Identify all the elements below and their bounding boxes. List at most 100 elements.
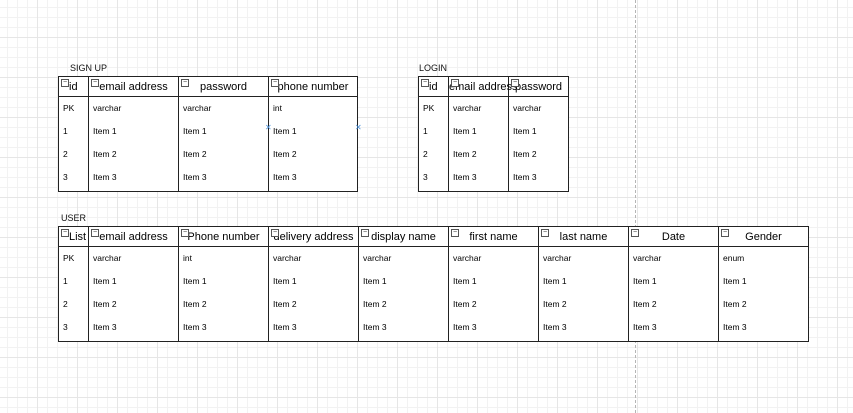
collapse-icon[interactable]: − (421, 79, 429, 87)
user-header-date[interactable]: −Date (628, 226, 719, 247)
collapse-icon[interactable]: − (721, 229, 729, 237)
item-cell[interactable]: Item 1 (538, 269, 629, 292)
item-cell[interactable]: Item 1 (448, 119, 509, 142)
item-cell[interactable]: Item 2 (538, 292, 629, 315)
row-number-cell[interactable]: 3 (58, 315, 89, 338)
row-number-cell[interactable]: 3 (418, 165, 449, 188)
collapse-icon[interactable]: − (91, 229, 99, 237)
connection-handle-right-icon[interactable]: ✕ (355, 123, 362, 132)
item-cell[interactable]: Item 2 (448, 142, 509, 165)
user-header-delivery-address[interactable]: −delivery address (268, 226, 359, 247)
type-cell[interactable]: varchar (508, 96, 569, 119)
item-cell[interactable]: Item 3 (88, 315, 179, 338)
item-cell[interactable]: Item 1 (448, 269, 539, 292)
collapse-icon[interactable]: − (91, 79, 99, 87)
type-cell[interactable]: varchar (358, 246, 449, 269)
type-cell[interactable]: int (268, 96, 358, 119)
row-number-cell[interactable]: 2 (58, 292, 89, 315)
item-cell[interactable]: Item 3 (88, 165, 179, 188)
type-cell[interactable]: varchar (448, 96, 509, 119)
item-cell[interactable]: Item 1 (178, 119, 269, 142)
user-header-phone-number[interactable]: −Phone number (178, 226, 269, 247)
item-cell[interactable]: Item 2 (628, 292, 719, 315)
type-cell[interactable]: PK (58, 96, 89, 119)
item-cell[interactable]: Item 1 (88, 269, 179, 292)
item-cell[interactable]: Item 1 (178, 269, 269, 292)
login-header-email-address[interactable]: −email address (448, 76, 517, 97)
item-cell[interactable]: Item 2 (718, 292, 809, 315)
item-cell[interactable]: Item 3 (508, 165, 569, 188)
item-cell[interactable]: Item 1 (718, 269, 809, 292)
item-cell[interactable]: Item 3 (448, 165, 509, 188)
row-number-cell[interactable]: 1 (418, 119, 449, 142)
item-cell[interactable]: Item 2 (178, 142, 269, 165)
item-cell[interactable]: Item 2 (268, 142, 358, 165)
collapse-icon[interactable]: − (631, 229, 639, 237)
item-cell[interactable]: Item 3 (268, 315, 359, 338)
item-cell[interactable]: Item 2 (268, 292, 359, 315)
item-cell[interactable]: Item 3 (538, 315, 629, 338)
login-header-password[interactable]: −password (508, 76, 569, 97)
item-cell[interactable]: Item 3 (448, 315, 539, 338)
user-header-email-address[interactable]: −email address (88, 226, 179, 247)
collapse-icon[interactable]: − (181, 79, 189, 87)
item-cell[interactable]: Item 1 (88, 119, 179, 142)
type-cell[interactable]: varchar (88, 246, 179, 269)
collapse-icon[interactable]: − (271, 79, 279, 87)
row-number-cell[interactable]: 3 (58, 165, 89, 188)
collapse-icon[interactable]: − (271, 229, 279, 237)
item-cell[interactable]: Item 3 (628, 315, 719, 338)
type-cell[interactable]: varchar (88, 96, 179, 119)
item-cell[interactable]: Item 2 (178, 292, 269, 315)
signup-header-password[interactable]: −password (178, 76, 269, 97)
user-header-display-name[interactable]: −display name (358, 226, 449, 247)
type-cell[interactable]: varchar (178, 96, 269, 119)
collapse-icon[interactable]: − (361, 229, 369, 237)
login-header-id[interactable]: −id (418, 76, 449, 97)
user-header-first-name[interactable]: −first name (448, 226, 539, 247)
type-cell[interactable]: varchar (628, 246, 719, 269)
user-table[interactable]: −List−email address−Phone number−deliver… (58, 226, 809, 342)
type-cell[interactable]: enum (718, 246, 809, 269)
connection-handle-left-icon[interactable]: ✕ (265, 123, 272, 132)
type-cell[interactable]: varchar (448, 246, 539, 269)
collapse-icon[interactable]: − (181, 229, 189, 237)
row-number-cell[interactable]: 1 (58, 269, 89, 292)
item-cell[interactable]: Item 1 (628, 269, 719, 292)
collapse-icon[interactable]: − (61, 229, 69, 237)
collapse-icon[interactable]: − (451, 229, 459, 237)
item-cell[interactable]: Item 1 (268, 269, 359, 292)
user-header-last-name[interactable]: −last name (538, 226, 629, 247)
item-cell[interactable]: Item 1 (508, 119, 569, 142)
item-cell[interactable]: Item 3 (718, 315, 809, 338)
type-cell[interactable]: PK (58, 246, 89, 269)
item-cell[interactable]: Item 3 (268, 165, 358, 188)
signup-header-phone-number[interactable]: −phone number (268, 76, 358, 97)
row-number-cell[interactable]: 2 (418, 142, 449, 165)
row-number-cell[interactable]: 1 (58, 119, 89, 142)
item-cell[interactable]: Item 3 (178, 315, 269, 338)
item-cell[interactable]: Item 3 (178, 165, 269, 188)
collapse-icon[interactable]: − (541, 229, 549, 237)
item-cell[interactable]: Item 2 (448, 292, 539, 315)
user-header-gender[interactable]: −Gender (718, 226, 809, 247)
item-cell[interactable]: Item 3 (358, 315, 449, 338)
collapse-icon[interactable]: − (61, 79, 69, 87)
collapse-icon[interactable]: − (511, 79, 519, 87)
type-cell[interactable]: varchar (268, 246, 359, 269)
item-cell[interactable]: Item 1 (358, 269, 449, 292)
type-cell[interactable]: varchar (538, 246, 629, 269)
signup-header-id[interactable]: −id (58, 76, 89, 97)
item-cell[interactable]: Item 2 (508, 142, 569, 165)
item-cell[interactable]: Item 2 (358, 292, 449, 315)
row-number-cell[interactable]: 2 (58, 142, 89, 165)
user-header-list[interactable]: −List (58, 226, 89, 247)
type-cell[interactable]: PK (418, 96, 449, 119)
item-cell[interactable]: Item 1 (268, 119, 358, 142)
item-cell[interactable]: Item 2 (88, 142, 179, 165)
type-cell[interactable]: int (178, 246, 269, 269)
collapse-icon[interactable]: − (451, 79, 459, 87)
item-cell[interactable]: Item 2 (88, 292, 179, 315)
